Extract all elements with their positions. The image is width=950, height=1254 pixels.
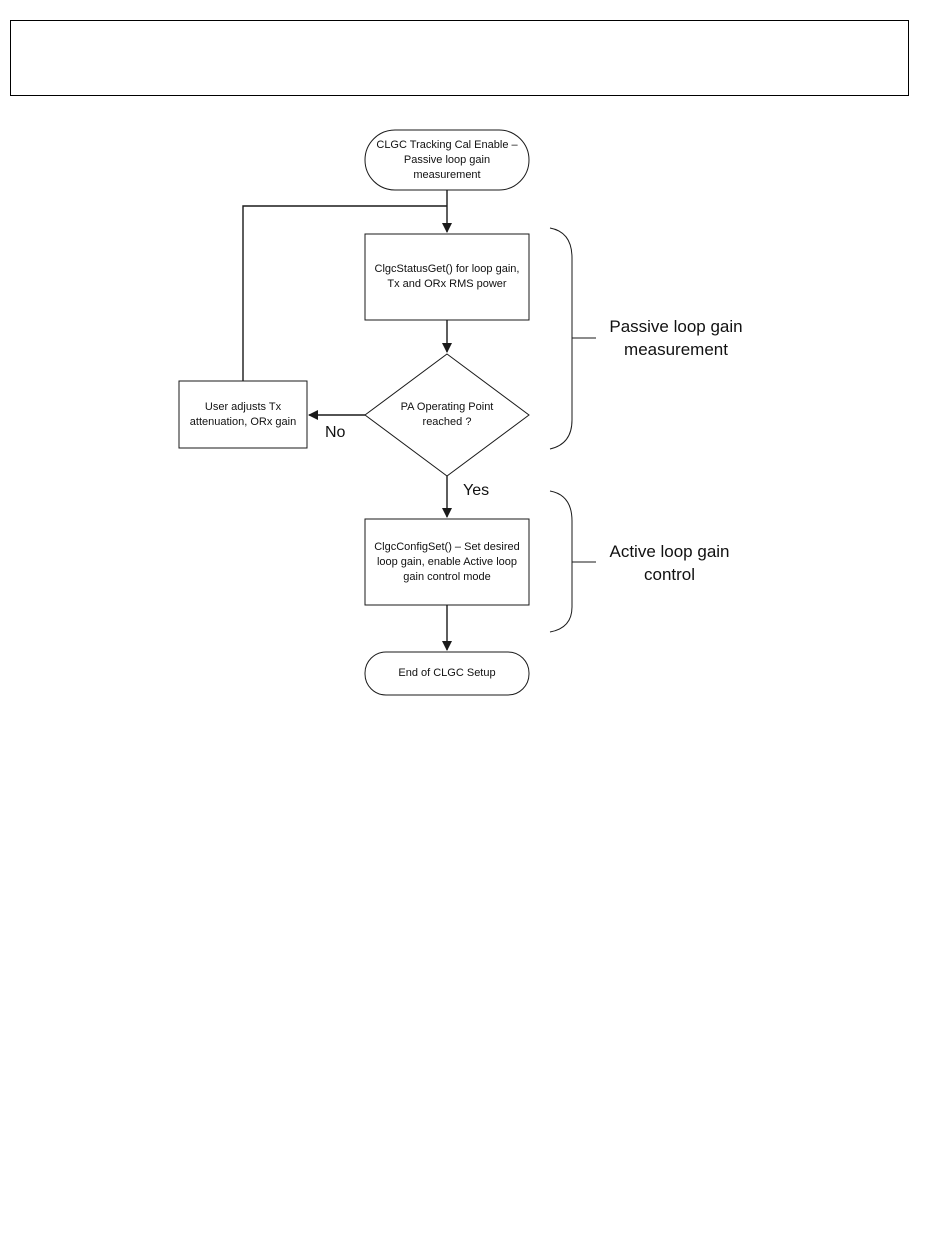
passive-section-label: Passive loop gain measurement xyxy=(596,315,756,361)
passive-section-brace xyxy=(549,227,596,450)
config-set-process-box: ClgcConfigSet() – Set desired loop gain,… xyxy=(365,519,529,605)
config-set-line-1: ClgcConfigSet() – Set desired xyxy=(374,540,520,553)
config-set-process-shape xyxy=(364,518,530,606)
user-adjust-line-1: User adjusts Tx xyxy=(204,400,282,413)
status-get-line-1: ClgcStatusGet() for loop gain, xyxy=(374,263,520,275)
start-line-1: CLGC Tracking Cal Enable – xyxy=(376,138,518,151)
start-terminator: CLGC Tracking Cal Enable – Passive loop … xyxy=(365,130,529,190)
decision-line-2: reached ? xyxy=(422,416,472,428)
passive-label-line-2: measurement xyxy=(624,340,728,359)
active-label-line-1: Active loop gain xyxy=(609,542,730,561)
user-adjust-process-shape xyxy=(178,380,308,449)
config-set-line-3: gain control mode xyxy=(403,570,491,583)
user-adjust-process-box: User adjusts Tx attenuation, ORx gain xyxy=(179,381,307,448)
status-get-process-box: ClgcStatusGet() for loop gain, Tx and OR… xyxy=(365,234,529,320)
passive-label-line-1: Passive loop gain xyxy=(609,317,743,336)
start-line-3: measurement xyxy=(413,168,481,181)
connector-loop-back xyxy=(242,205,447,381)
active-label-line-2: control xyxy=(643,565,696,584)
active-section-label: Active loop gain control xyxy=(592,540,747,586)
decision-line-1: PA Operating Point xyxy=(400,401,494,413)
end-terminator-shape xyxy=(364,651,530,696)
decision-diamond: PA Operating Point reached ? xyxy=(375,385,519,445)
status-get-process-shape xyxy=(364,233,530,321)
config-set-line-2: loop gain, enable Active loop xyxy=(376,555,518,568)
edge-label-yes: Yes xyxy=(463,482,490,499)
start-line-2: Passive loop gain xyxy=(403,153,491,166)
status-get-line-2: Tx and ORx RMS power xyxy=(387,278,507,290)
end-line-1: End of CLGC Setup xyxy=(398,667,496,679)
edge-label-no: No xyxy=(325,424,346,441)
active-section-brace xyxy=(549,490,596,633)
user-adjust-line-2: attenuation, ORx gain xyxy=(189,415,297,428)
page-header-frame xyxy=(10,20,909,96)
end-terminator: End of CLGC Setup xyxy=(365,652,529,695)
